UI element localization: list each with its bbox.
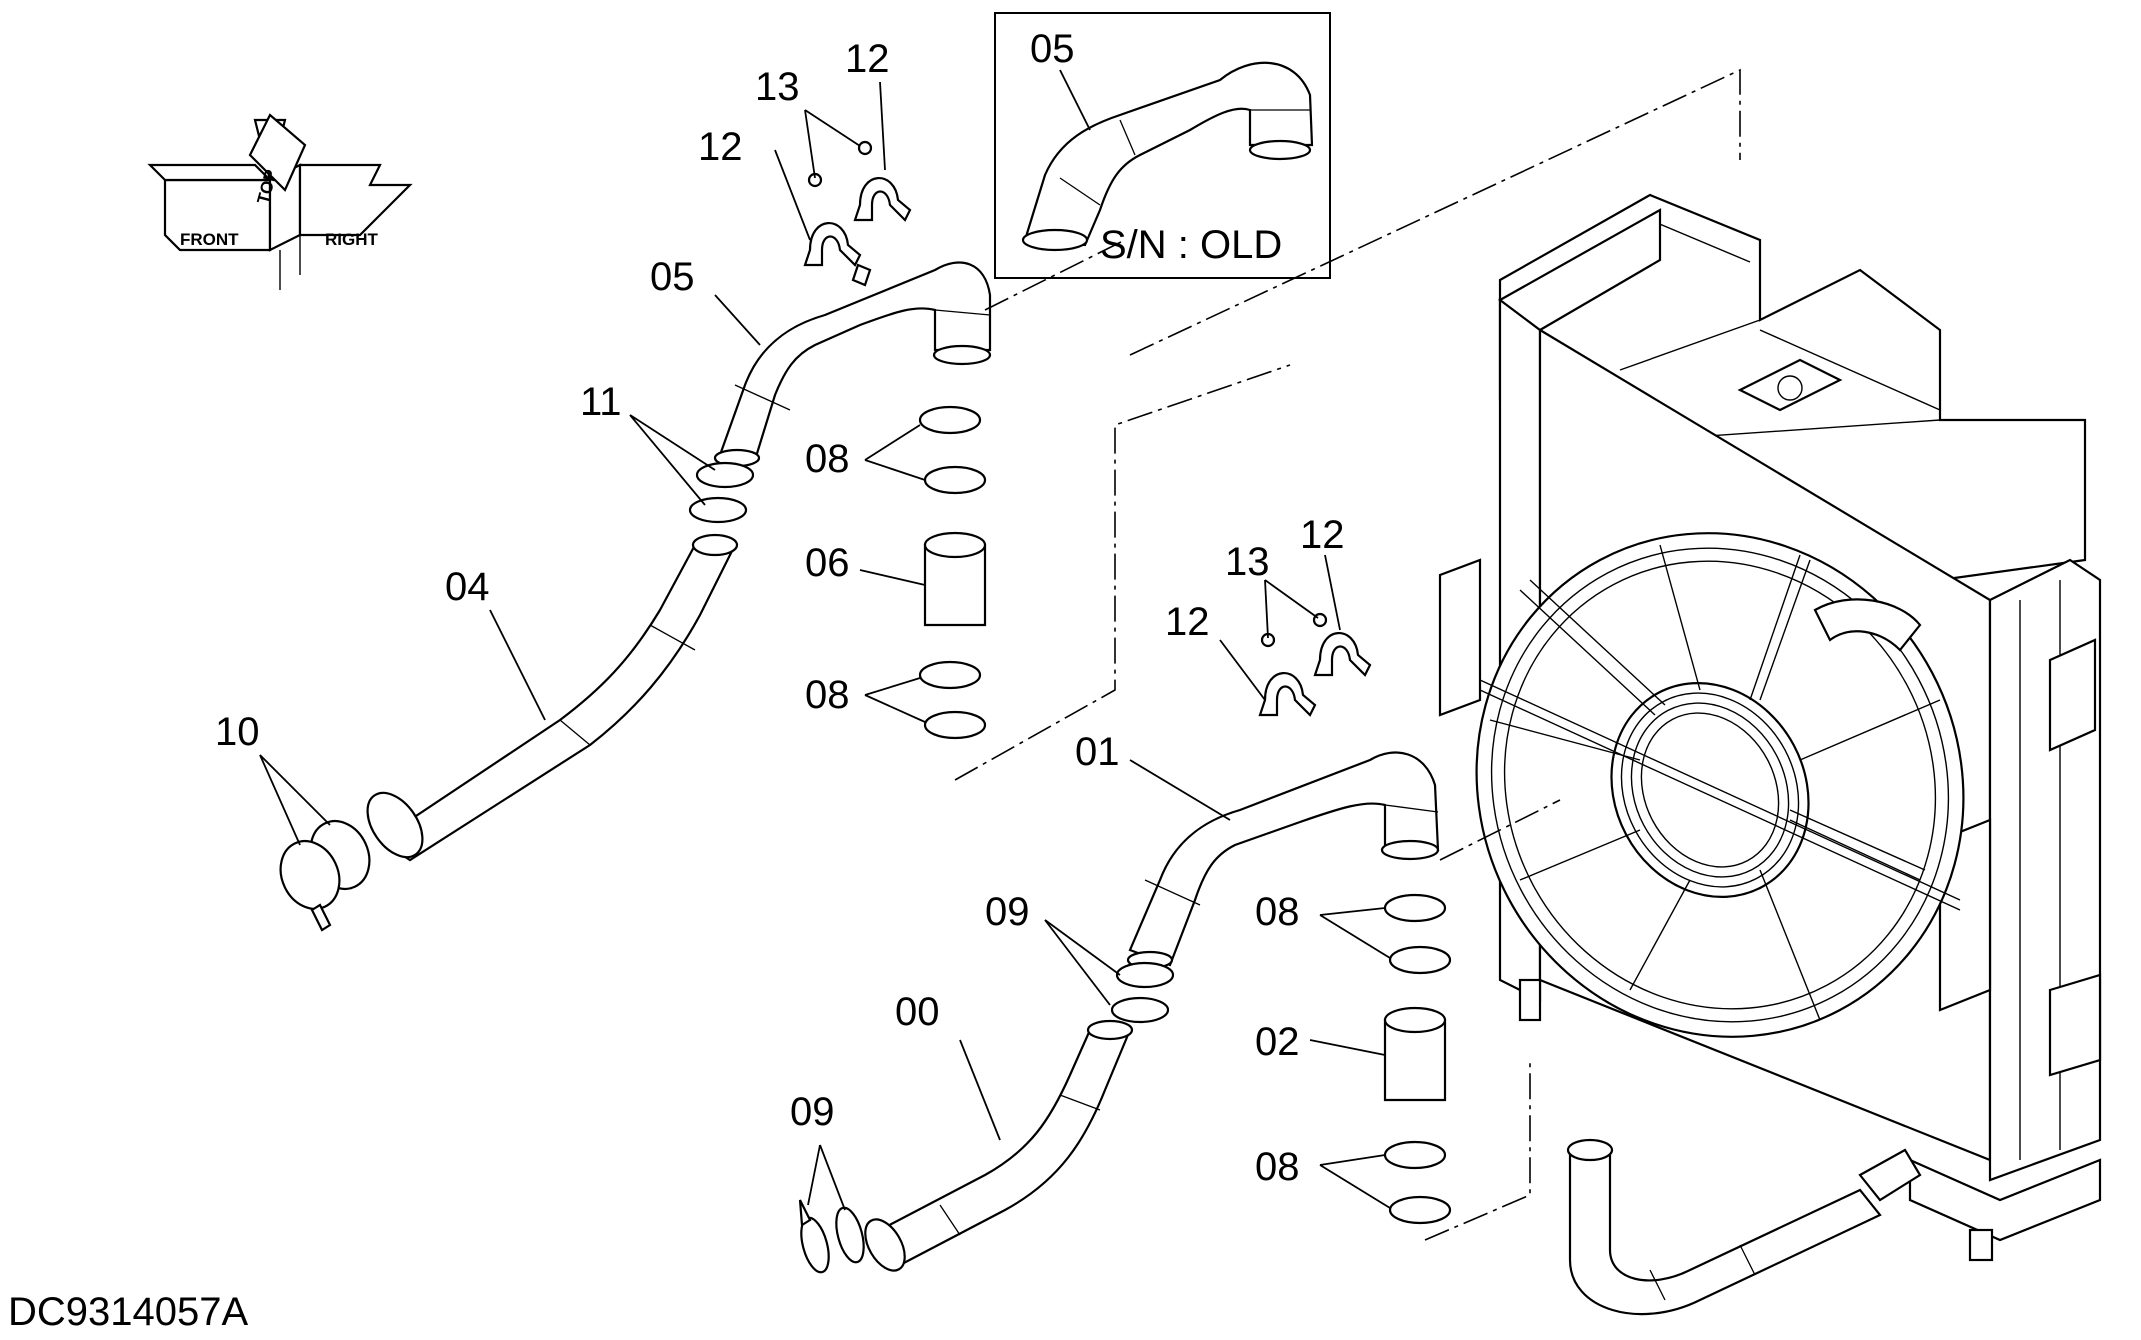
- callout-09: 09: [985, 890, 1030, 934]
- right-label: RIGHT: [325, 230, 379, 249]
- inset-label: 05: [1030, 27, 1075, 71]
- callout-13: 13: [1225, 540, 1270, 584]
- callout-12: 12: [1300, 513, 1345, 557]
- callout-labels: 12 13 12 05 11 08 06 08 04 10 12 13 12 0…: [215, 37, 1345, 1189]
- callout-13: 13: [755, 65, 800, 109]
- inset-old-serial: 05 S/N : OLD: [994, 12, 1331, 279]
- inset-note: S/N : OLD: [1100, 223, 1282, 267]
- callout-08: 08: [1255, 1145, 1300, 1189]
- leader-lines: [259, 81, 1391, 1211]
- document-id: DC9314057A: [8, 1290, 248, 1334]
- callout-08: 08: [805, 437, 850, 481]
- radiator-assembly: [1438, 193, 2102, 1316]
- callout-11: 11: [580, 380, 622, 424]
- callout-12: 12: [1165, 600, 1210, 644]
- callout-09: 09: [790, 1090, 835, 1134]
- callout-01: 01: [1075, 730, 1120, 774]
- callout-12: 12: [845, 37, 890, 81]
- callout-05: 05: [650, 255, 695, 299]
- upper-pipe-group: [279, 140, 992, 932]
- direction-symbol: FRONT RIGHT TOP: [147, 113, 413, 290]
- callout-04: 04: [445, 565, 490, 609]
- callout-02: 02: [1255, 1020, 1300, 1064]
- callout-08: 08: [805, 673, 850, 717]
- front-label: FRONT: [180, 230, 239, 249]
- callout-08: 08: [1255, 890, 1300, 934]
- callout-06: 06: [805, 541, 850, 585]
- lower-pipe-group: [798, 612, 1452, 1274]
- callout-00: 00: [895, 990, 940, 1034]
- center-lines: [954, 68, 1741, 1241]
- callout-10: 10: [215, 710, 260, 754]
- callout-12: 12: [698, 125, 743, 169]
